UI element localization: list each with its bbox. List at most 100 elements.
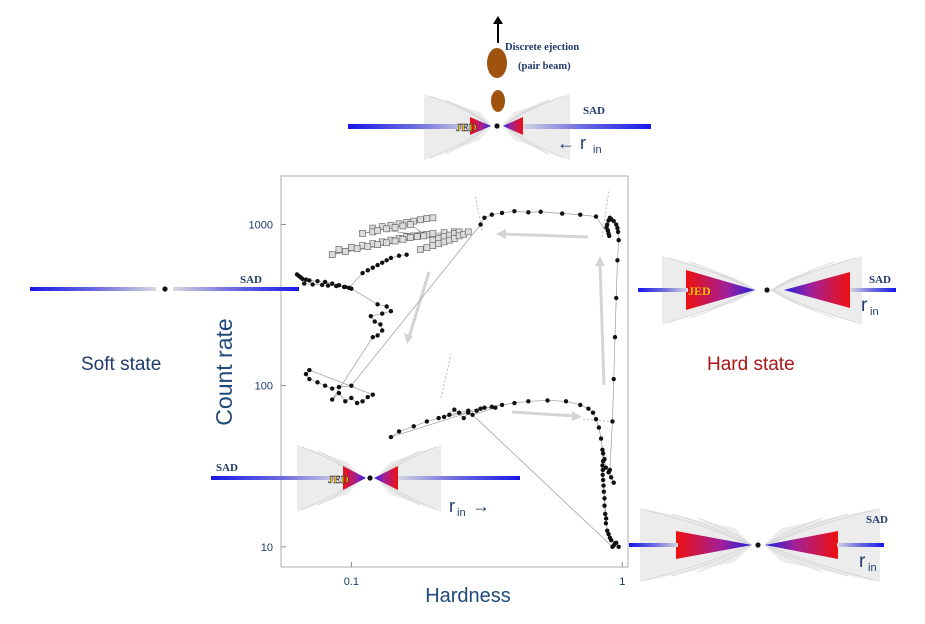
data-point <box>616 237 621 243</box>
data-point <box>482 405 487 410</box>
data-point <box>607 233 612 239</box>
data-point <box>499 210 505 216</box>
jed-left <box>470 117 491 135</box>
svg-text:in: in <box>870 306 879 318</box>
disk-right <box>837 543 884 547</box>
jed-left <box>676 531 752 559</box>
sad-label: SAD <box>583 105 605 117</box>
data-point <box>614 222 619 227</box>
data-point <box>325 283 331 288</box>
y-axis-label: Count rate <box>211 318 237 425</box>
data-point <box>615 225 620 231</box>
data-point <box>330 386 335 391</box>
sad-label: SAD <box>869 274 891 286</box>
data-point <box>602 496 607 501</box>
data-point <box>607 535 613 540</box>
data-point <box>464 228 472 236</box>
data-point <box>466 410 471 415</box>
data-point <box>615 258 620 263</box>
data-point <box>330 397 335 402</box>
data-point <box>590 410 596 415</box>
svg-text:in: in <box>868 562 877 574</box>
data-point <box>294 272 300 277</box>
data-point <box>370 392 375 397</box>
jed-left <box>343 466 366 490</box>
data-point <box>526 210 531 215</box>
svg-text:r: r <box>859 551 866 572</box>
data-point <box>452 407 457 412</box>
x-tick-label: 0.1 <box>344 576 359 588</box>
data-marks <box>294 208 621 550</box>
beam-label: (pair beam) <box>518 61 571 72</box>
hard-state-label: Hard state <box>707 354 795 375</box>
disk-left <box>211 476 345 480</box>
jed-label: JED <box>328 474 349 486</box>
hard-state-illustration: JED SAD r in <box>638 256 896 325</box>
svg-text:in: in <box>593 144 602 156</box>
data-point <box>335 246 343 253</box>
data-point <box>512 208 517 214</box>
black-hole <box>162 286 168 292</box>
sad-label: SAD <box>866 514 888 526</box>
data-point <box>383 225 390 233</box>
data-point <box>343 399 348 404</box>
data-point <box>420 232 428 240</box>
data-point <box>370 265 375 270</box>
data-point <box>307 278 312 283</box>
jed-left <box>686 270 755 310</box>
data-point <box>388 308 394 314</box>
data-point <box>354 400 360 406</box>
data-point <box>499 402 505 408</box>
y-tick-label: 1000 <box>249 220 273 232</box>
data-point <box>322 279 328 285</box>
data-point <box>378 322 383 327</box>
data-point <box>411 424 416 429</box>
jed-right <box>784 272 850 308</box>
data-point <box>359 230 366 237</box>
data-point <box>424 419 430 424</box>
data-point <box>608 475 614 480</box>
data-point <box>607 467 613 473</box>
data-point <box>429 236 437 244</box>
data-point <box>526 399 531 404</box>
data-point <box>330 281 335 286</box>
data-point <box>489 404 495 409</box>
data-point <box>396 253 402 258</box>
jed-label: JED <box>456 122 477 134</box>
top-illustration: JED SAD ← r in Discrete ejection (pair b… <box>348 16 651 160</box>
intermediate-illustration-left: JED SAD r in → <box>211 445 520 519</box>
data-point <box>348 244 355 251</box>
data-point <box>322 383 328 388</box>
data-point <box>307 367 312 373</box>
data-point <box>436 415 441 421</box>
data-point <box>596 425 602 430</box>
svg-text:→: → <box>472 496 490 516</box>
data-point <box>435 240 442 248</box>
disk-right <box>520 124 651 129</box>
data-point <box>391 237 399 245</box>
data-point <box>375 302 380 307</box>
data-point <box>346 285 352 290</box>
data-point <box>364 243 372 250</box>
data-point <box>615 229 621 235</box>
data-point <box>478 222 483 227</box>
data-point <box>388 255 394 261</box>
guide-arrows <box>404 189 613 423</box>
soft-state-label: Soft state <box>81 354 161 375</box>
data-point <box>586 406 591 411</box>
data-point <box>563 399 569 404</box>
ejecta-blob-lower <box>491 90 505 112</box>
data-point <box>375 262 380 268</box>
data-point <box>404 252 409 257</box>
data-point <box>396 429 402 434</box>
x-tick-label: 1 <box>619 576 625 588</box>
black-hole <box>764 287 770 293</box>
data-point <box>600 447 605 453</box>
data-point <box>341 284 347 290</box>
jed-right <box>503 117 523 135</box>
data-point <box>303 371 309 377</box>
svg-text:r: r <box>449 496 455 516</box>
data-point <box>429 230 437 237</box>
data-point <box>603 465 609 470</box>
